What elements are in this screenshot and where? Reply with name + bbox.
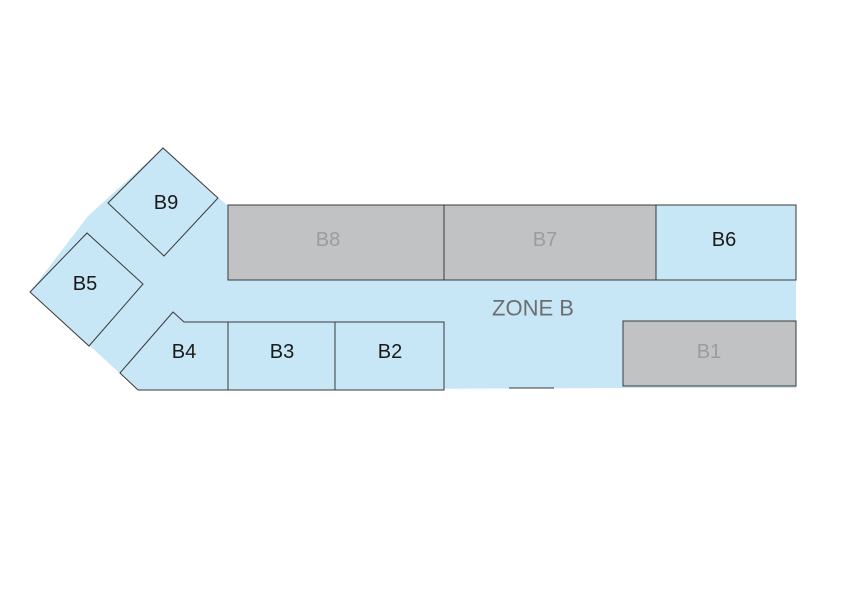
unit-b5-label: B5 [73, 273, 97, 295]
unit-b4-label: B4 [172, 341, 196, 363]
unit-b8[interactable]: B8 [227, 204, 445, 281]
unit-b2[interactable]: B2 [334, 321, 445, 391]
unit-b3[interactable]: B3 [227, 321, 336, 391]
unit-b6-shape[interactable] [655, 204, 797, 281]
unit-b6[interactable]: B6 [655, 204, 797, 281]
unit-b3-shape[interactable] [227, 321, 336, 391]
unit-b9-shape[interactable] [107, 147, 219, 257]
unit-b6-label: B6 [712, 229, 736, 251]
unit-b7-shape[interactable] [443, 204, 657, 281]
zone-label: ZONE B [492, 296, 574, 321]
unit-b5[interactable]: B5 [29, 232, 144, 347]
unit-b2-label: B2 [378, 341, 402, 363]
unit-b4-shape[interactable] [119, 311, 229, 391]
unit-b7[interactable]: B7 [443, 204, 657, 281]
unit-b4[interactable]: B4 [119, 311, 229, 391]
unit-b9[interactable]: B9 [107, 147, 219, 257]
unit-b7-label: B7 [533, 229, 557, 251]
unit-b1[interactable]: B1 [622, 320, 797, 387]
unit-b9-label: B9 [154, 192, 178, 214]
unit-b1-shape[interactable] [622, 320, 797, 387]
unit-b5-shape[interactable] [29, 232, 144, 347]
unit-b2-shape[interactable] [334, 321, 445, 391]
unit-b1-label: B1 [697, 341, 721, 363]
unit-b8-label: B8 [316, 229, 340, 251]
unit-b3-label: B3 [270, 341, 294, 363]
